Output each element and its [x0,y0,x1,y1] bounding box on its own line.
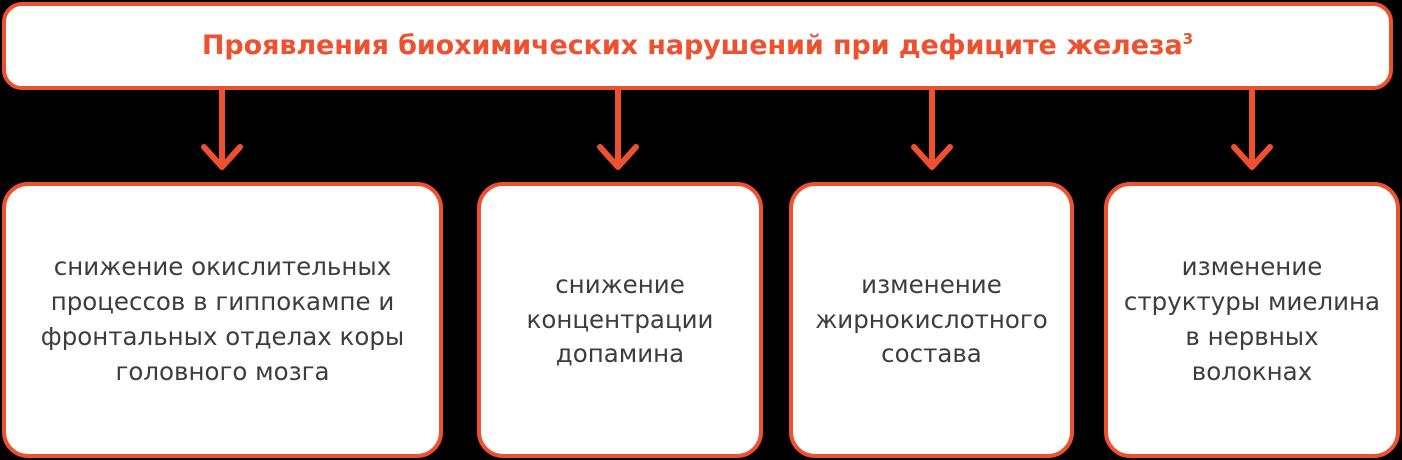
outcome-box-2: снижение концентрации допамина [477,182,763,458]
outcome-box-3: изменение жирнокислотного состава [789,182,1074,458]
outcome-box-1: снижение окислительных процессов в гиппо… [2,182,443,458]
page-title-superscript: 3 [1182,30,1194,49]
outcome-box-2-label: снижение концентрации допамина [526,269,714,369]
arrow-down-icon-2 [595,90,641,172]
outcome-box-3-label: изменение жирнокислотного состава [815,269,1048,369]
header-box: Проявления биохимических нарушений при д… [2,2,1393,90]
outcome-box-1-label: снижение окислительных процессов в гиппо… [40,252,405,386]
outcome-box-4: изменение структуры миелина в нервных во… [1104,182,1400,458]
outcome-box-4-label: изменение структуры миелина в нервных во… [1123,252,1381,386]
page-title-text: Проявления биохимических нарушений при д… [201,30,1183,62]
arrow-down-icon-3 [909,90,955,172]
arrow-down-icon-4 [1229,90,1275,172]
page-title: Проявления биохимических нарушений при д… [202,31,1193,61]
arrow-down-icon-1 [199,90,245,172]
